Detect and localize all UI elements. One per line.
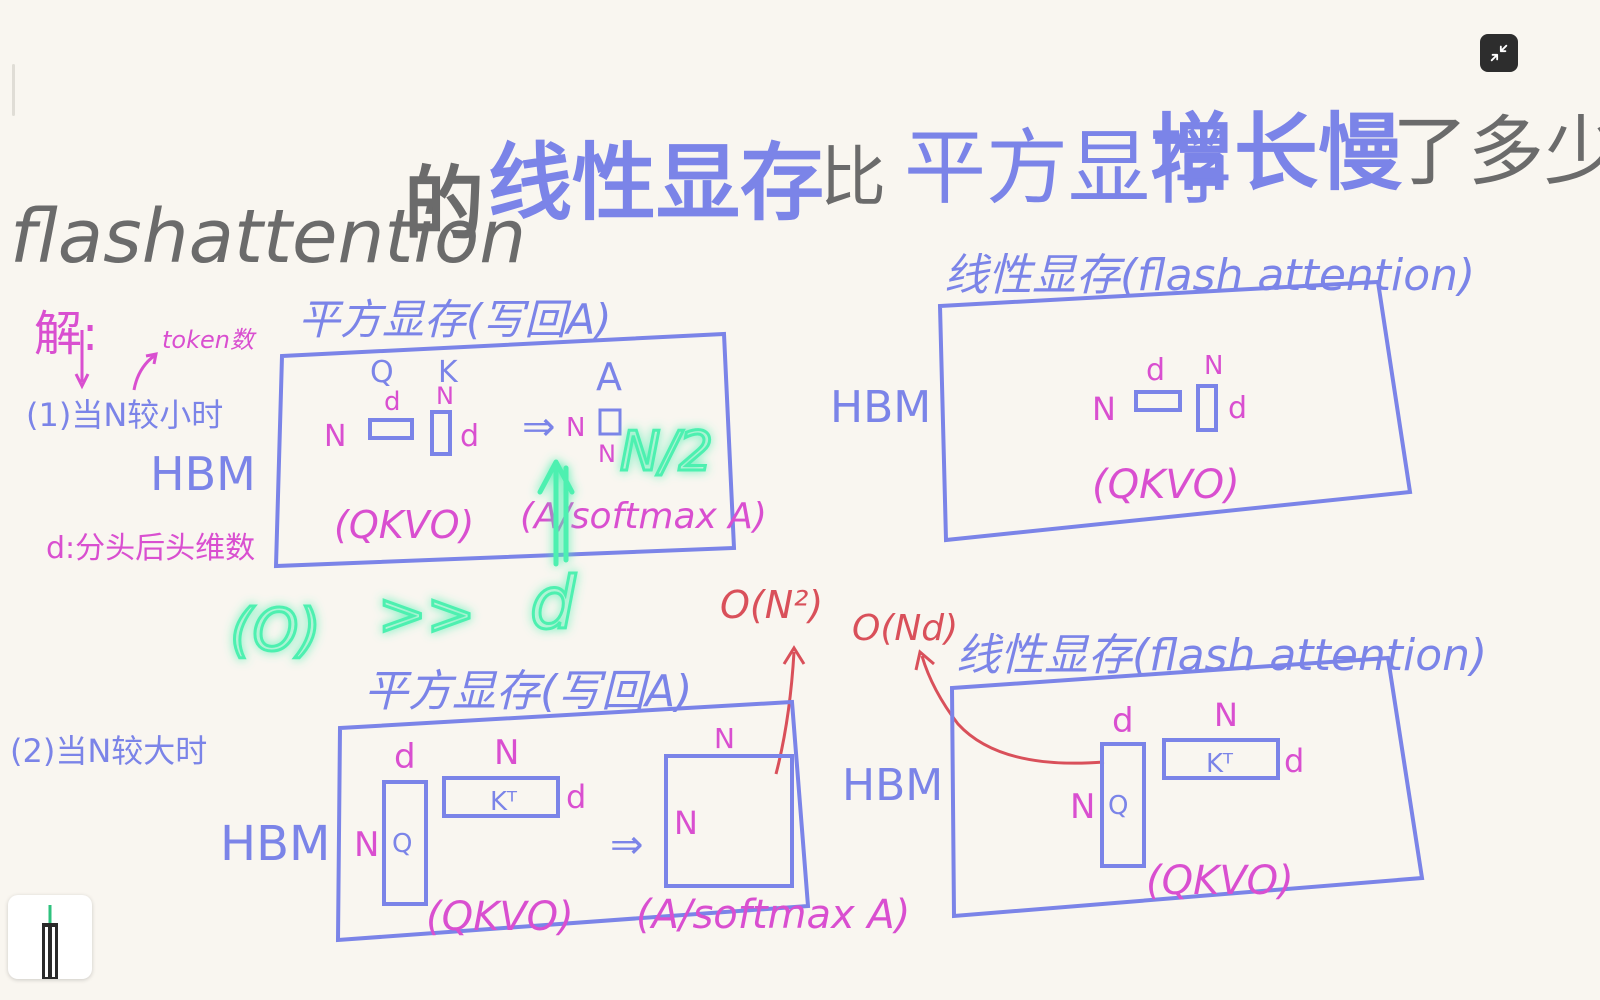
qkvo-label-3: (QKVO) (426, 894, 574, 940)
n-label: N (1092, 390, 1116, 428)
n-label: N (1214, 696, 1238, 734)
n-label: N (1204, 351, 1223, 381)
q-matrix-flash (1100, 742, 1146, 868)
qkvo-label-2: (QKVO) (1092, 462, 1240, 508)
title-flashattention: flashattention (10, 194, 526, 280)
n-label: N (566, 413, 585, 443)
q-matrix-large (382, 780, 428, 906)
pen-tool-icon (42, 905, 58, 979)
n-label: N (354, 825, 379, 865)
annotation-arrow (914, 649, 1105, 765)
n-label: N (674, 804, 698, 842)
hbm-label-1: HBM (150, 447, 256, 501)
up-arrow-icon (537, 459, 575, 567)
qkvo-label-1: (QKVO) (334, 503, 474, 547)
d-label: d (394, 737, 416, 777)
k-label-1: K (438, 355, 459, 390)
d-label: d (1228, 391, 1247, 426)
k-matrix-linear (1196, 384, 1218, 432)
o-n2-label: O(N²) (720, 583, 823, 627)
n-label: N (714, 722, 735, 755)
n-label: N (436, 382, 454, 410)
q-label-1: Q (370, 355, 394, 390)
arrow-to-a-large: ⇒ (610, 822, 644, 868)
kt-label-1: Kᵀ (490, 787, 518, 817)
d-label: d (460, 419, 479, 454)
hbm-label-3: HBM (220, 816, 330, 872)
green-annotation: N/2 (O) >> d (229, 419, 715, 666)
title-grow-slow: 增长慢 (1150, 104, 1403, 202)
annotation-arrow (132, 352, 158, 391)
o-ineq-label: (O) (230, 596, 321, 664)
d-label: d (384, 387, 401, 417)
a-softmax-label-2: (A/softmax A) (636, 892, 910, 938)
d-label: d (1146, 353, 1165, 388)
much-greater-label: >> (378, 580, 475, 648)
qkvo-label-4: (QKVO) (1146, 858, 1294, 904)
token-count-note: token数 (162, 326, 257, 354)
hbm-label-4: HBM (842, 760, 943, 811)
d-definition-note: d:分头后头维数 (46, 531, 255, 566)
a-matrix-small (598, 408, 622, 436)
square-memory-title-2: 平方显存(写回A) (364, 666, 692, 717)
q-matrix-linear (1134, 390, 1182, 412)
hbm-box-linear-small (937, 279, 1413, 543)
arrow-to-a: ⇒ (522, 404, 556, 450)
title-square-memory: 平方显存 (904, 121, 1232, 216)
o-nd-label: O(Nd) (852, 608, 958, 649)
title-bi: 比 (820, 139, 886, 216)
hbm-box-square-large (335, 699, 811, 943)
annotation-arrow (774, 645, 806, 775)
linear-memory-title-2: 线性显存(flash attention) (956, 630, 1487, 681)
case-1-label: (1)当N较小时 (26, 396, 223, 434)
page-title: flashattention 的 线性显存 比 平方显存 增长慢 了多少? (10, 104, 1600, 280)
exit-fullscreen-button[interactable] (1480, 34, 1518, 72)
kt-matrix-flash (1162, 738, 1280, 780)
d-label: d (566, 778, 586, 816)
title-linear-memory: 线性显存 (488, 134, 824, 232)
d-label: d (1284, 742, 1304, 780)
a-label-1: A (596, 355, 622, 399)
d-label: d (1112, 701, 1134, 741)
linear-memory-title-1: 线性显存(flash attention) (944, 250, 1475, 301)
n-label: N (324, 419, 346, 454)
n-over-2-label: N/2 (620, 420, 713, 483)
n-label: N (1070, 787, 1095, 827)
q-label-2: Q (392, 829, 412, 859)
kt-label-2: Kᵀ (1206, 749, 1234, 779)
q-matrix-small (368, 418, 414, 440)
k-matrix-small (430, 410, 452, 456)
hbm-box-linear-large (949, 655, 1425, 919)
scroll-edge-marker (12, 64, 15, 116)
hbm-label-2: HBM (830, 382, 931, 433)
annotation-arrow (74, 330, 90, 390)
n-label: N (598, 440, 616, 468)
solution-label: 解: (34, 306, 98, 362)
n-label: N (494, 733, 519, 773)
pen-tool-button[interactable] (8, 895, 92, 979)
a-softmax-label-1: (A/softmax A) (520, 496, 767, 537)
square-memory-title-1: 平方显存(写回A) (298, 295, 612, 344)
a-matrix-large (664, 754, 794, 888)
exit-fullscreen-icon (1490, 44, 1508, 62)
title-de: 的 (404, 158, 484, 251)
q-label-3: Q (1108, 791, 1128, 821)
title-how-much: 了多少? (1392, 107, 1600, 196)
hbm-box-square-small (273, 331, 737, 569)
alpha-label: d (530, 561, 577, 645)
case-2-label: (2)当N较大时 (10, 732, 207, 770)
kt-matrix-large (442, 776, 560, 818)
